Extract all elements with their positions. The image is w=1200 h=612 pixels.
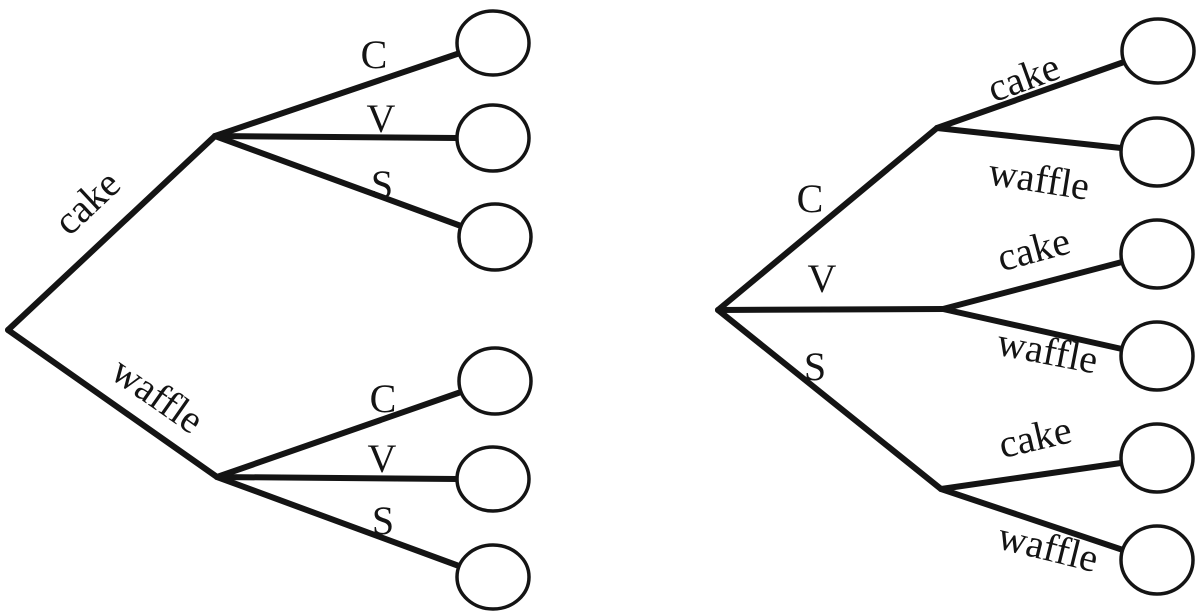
left-upper-branch-s-line <box>212 133 464 229</box>
leaf-node-circle <box>1119 524 1195 596</box>
leaf-node-circle <box>455 103 531 173</box>
right-branch-c-label: C <box>797 176 824 221</box>
right-branch-s-label: S <box>804 344 826 389</box>
left-lower-branch-v-label: V <box>368 436 397 481</box>
right-c-branch-cake-line <box>934 59 1127 131</box>
left-tree: cake waffle C V S C V S <box>5 9 533 611</box>
leaf-node-circle <box>455 445 531 513</box>
left-upper-branch-s-label: S <box>371 162 393 207</box>
right-s-branch-waffle-label: waffle <box>994 513 1103 581</box>
left-lower-branch-v-line <box>214 474 460 482</box>
right-branch-v-label: V <box>808 256 837 301</box>
right-s-branch-waffle-line <box>938 486 1126 553</box>
right-v-branch-cake-label: cake <box>992 218 1074 280</box>
leaf-node-circle <box>457 202 533 272</box>
leaf-node-circle <box>1119 422 1195 494</box>
left-lower-branch-s-label: S <box>372 498 394 543</box>
left-upper-branch-c-label: C <box>361 32 388 77</box>
right-v-branch-waffle-label: waffle <box>993 319 1101 383</box>
leaf-node-circle <box>1119 218 1195 290</box>
left-lower-branch-c-label: C <box>370 376 397 421</box>
leaf-node-circle <box>455 543 531 611</box>
left-upper-branch-v-label: V <box>367 96 396 141</box>
leaf-node-circle <box>1119 320 1195 392</box>
right-branch-s-line <box>715 307 944 492</box>
right-c-branch-waffle-label: waffle <box>985 149 1092 209</box>
left-lower-branch-c-line <box>214 389 464 480</box>
right-branch-v-line <box>715 306 946 313</box>
left-upper-branch-c-line <box>212 50 463 139</box>
right-s-branch-cake-line <box>938 460 1124 492</box>
right-c-branch-cake-label: cake <box>981 44 1065 111</box>
right-branch-c-line <box>715 125 940 313</box>
left-branch-waffle-label: waffle <box>103 347 212 442</box>
leaf-node-circle <box>1119 116 1195 188</box>
right-v-branch-cake-line <box>940 259 1125 312</box>
left-lower-branch-s-line <box>214 474 462 569</box>
left-branch-cake-line <box>5 133 218 333</box>
right-v-branch-waffle-line <box>940 306 1125 352</box>
leaf-node-circle <box>455 9 531 77</box>
right-s-branch-cake-label: cake <box>994 407 1076 467</box>
leaf-node-circle <box>457 346 533 416</box>
right-c-branch-waffle-line <box>934 125 1124 151</box>
right-tree: C V S cake waffle cake waffle cake waffl… <box>715 17 1196 596</box>
left-upper-branch-v-line <box>212 133 460 141</box>
left-branch-waffle-line <box>5 327 220 480</box>
leaf-node-circle <box>1120 17 1196 85</box>
